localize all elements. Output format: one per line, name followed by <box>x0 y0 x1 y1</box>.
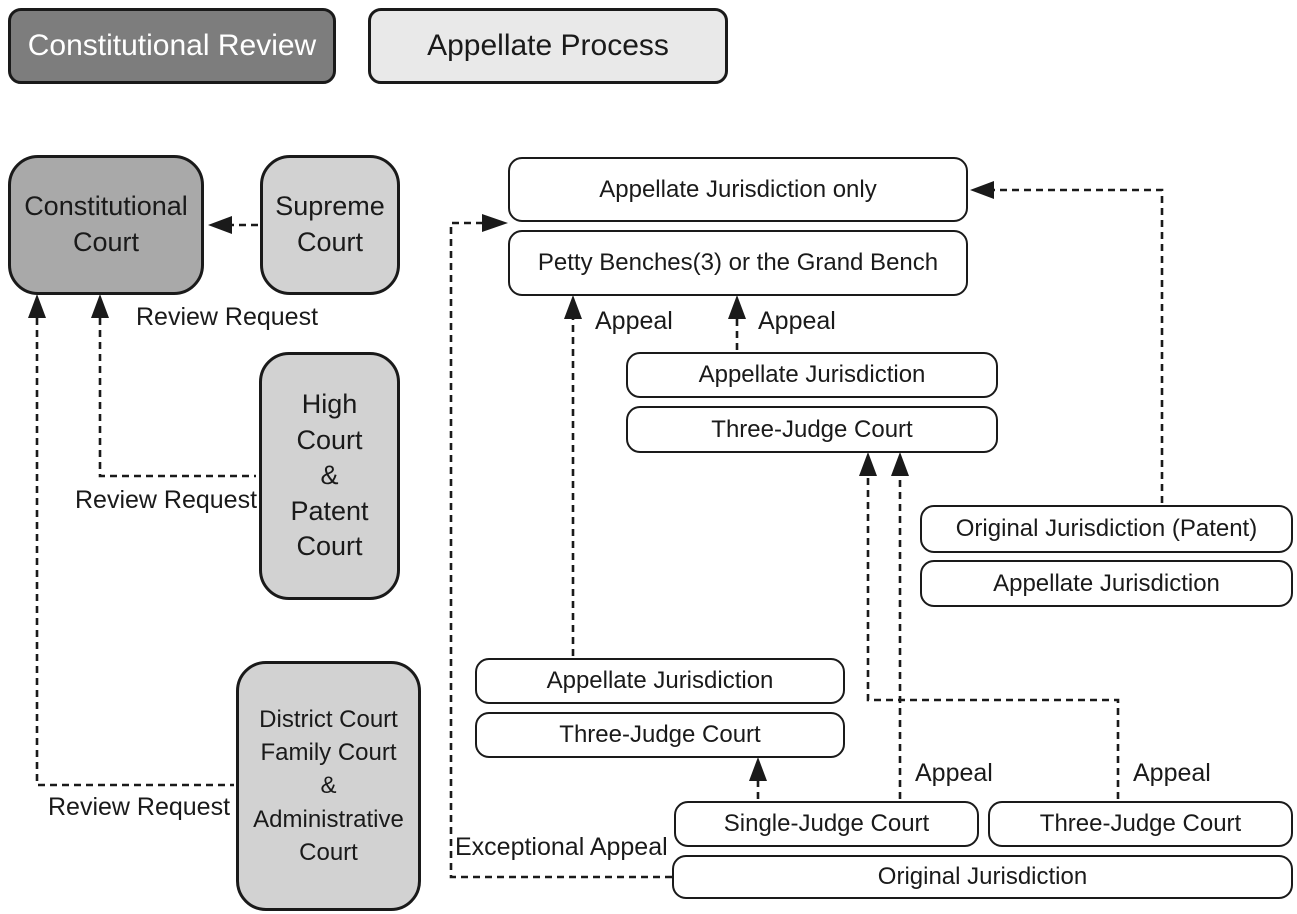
appellate-jurisdiction-only-box: Appellate Jurisdiction only <box>508 157 968 222</box>
arrowhead-to-constitutional <box>208 216 232 234</box>
arrowhead-exceptional <box>482 214 508 232</box>
petty-benches-box: Petty Benches(3) or the Grand Bench <box>508 230 968 296</box>
arrowhead-single-judge <box>891 452 909 476</box>
appeal-mid-label: Appeal <box>758 307 836 335</box>
three-judge-court-mid-box: Three-Judge Court <box>626 406 998 453</box>
exceptional-appeal-label: Exceptional Appeal <box>455 833 668 861</box>
arrowhead-appeal-mid <box>728 295 746 319</box>
three-judge-court-lower-box: Three-Judge Court <box>475 712 845 758</box>
arrowhead-single-to-lower <box>749 757 767 781</box>
constitutional-court-box: Constitutional Court <box>8 155 204 295</box>
arrowhead-to-appellate-only <box>970 181 994 199</box>
arrowhead-three-judge <box>859 452 877 476</box>
appeal-single-judge-label: Appeal <box>915 759 993 787</box>
connector-patent-to-appellate-only <box>994 188 1164 503</box>
original-jurisdiction-box: Original Jurisdiction <box>672 855 1293 899</box>
single-judge-court-box: Single-Judge Court <box>674 801 979 847</box>
arrowhead-appeal-left <box>564 295 582 319</box>
district-court-box: District Court Family Court & Administra… <box>236 661 421 911</box>
original-jurisdiction-patent-box: Original Jurisdiction (Patent) <box>920 505 1293 553</box>
connector-high-to-constitutional <box>98 318 256 478</box>
review-request-district-label: Review Request <box>48 793 231 821</box>
high-patent-court-box: High Court & Patent Court <box>259 352 400 600</box>
supreme-court-box: Supreme Court <box>260 155 400 295</box>
connector-district-to-constitutional <box>35 318 234 787</box>
appellate-jurisdiction-right-box: Appellate Jurisdiction <box>920 560 1293 607</box>
three-judge-court-bottom-box: Three-Judge Court <box>988 801 1293 847</box>
appellate-jurisdiction-lower-box: Appellate Jurisdiction <box>475 658 845 704</box>
review-request-supreme-label: Review Request <box>136 303 319 331</box>
arrowhead-district-up <box>28 294 46 318</box>
appellate-jurisdiction-mid-box: Appellate Jurisdiction <box>626 352 998 398</box>
legend-appellate-process: Appellate Process <box>368 8 728 84</box>
appeal-three-judge-label: Appeal <box>1133 759 1211 787</box>
review-request-high-label: Review Request <box>75 486 258 514</box>
arrowhead-high-up <box>91 294 109 318</box>
appeal-left-label: Appeal <box>595 307 673 335</box>
legend-constitutional-review: Constitutional Review <box>8 8 336 84</box>
